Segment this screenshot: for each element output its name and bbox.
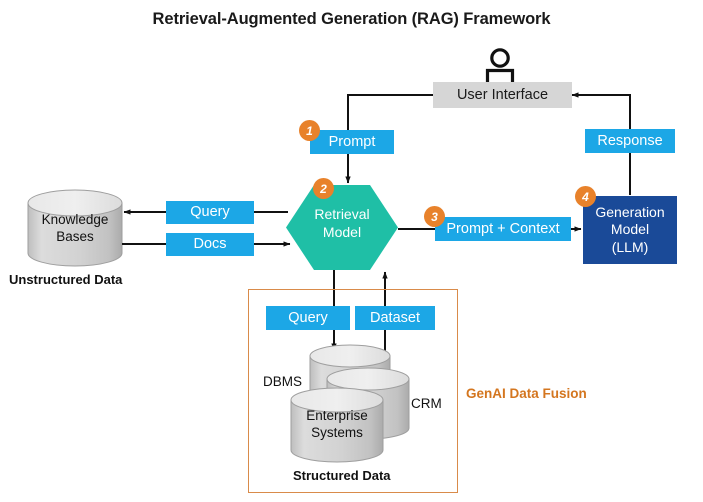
step-badge-3: 3 <box>424 206 445 227</box>
response-box[interactable]: Response <box>585 129 675 153</box>
crm-label: CRM <box>411 396 442 411</box>
structured-data-label: Structured Data <box>293 468 391 483</box>
docs-label: Docs <box>193 236 227 253</box>
dbms-label: DBMS <box>263 374 303 389</box>
dataset-label: Dataset <box>370 309 420 326</box>
step-badge-4: 4 <box>575 186 596 207</box>
response-label: Response <box>597 132 663 149</box>
prompt-context-label: Prompt + Context <box>446 220 560 237</box>
query-bottom-label: Query <box>288 309 328 326</box>
retrieval-model-hexagon[interactable] <box>286 185 398 270</box>
query-left-label: Query <box>190 204 230 221</box>
user-interface-label: User Interface <box>456 87 549 103</box>
genai-data-fusion-label: GenAI Data Fusion <box>466 386 587 401</box>
prompt-context-box[interactable]: Prompt + Context <box>435 217 571 241</box>
prompt-label: Prompt <box>328 133 376 150</box>
docs-box[interactable]: Docs <box>166 233 254 256</box>
prompt-box[interactable]: Prompt <box>310 130 394 154</box>
enterprise-systems-cylinder <box>290 387 384 463</box>
query-bottom-box[interactable]: Query <box>266 306 350 330</box>
knowledge-bases-cylinder <box>27 189 123 267</box>
page-title: Retrieval-Augmented Generation (RAG) Fra… <box>152 10 551 28</box>
genai-data-fusion-container <box>248 289 458 493</box>
dataset-box[interactable]: Dataset <box>355 306 435 330</box>
user-interface-box[interactable]: User Interface <box>433 82 572 108</box>
step-badge-2: 2 <box>313 178 334 199</box>
step-badge-1: 1 <box>299 120 320 141</box>
generation-model-label-line1: Generation <box>595 203 665 220</box>
user-person-icon <box>485 48 515 83</box>
unstructured-data-label: Unstructured Data <box>9 272 123 287</box>
query-left-box[interactable]: Query <box>166 201 254 224</box>
connector-generation-to-response-to-ui <box>571 92 631 195</box>
generation-model-box[interactable]: Generation Model (LLM) <box>583 196 677 264</box>
generation-model-label-line2: Model <box>610 221 650 238</box>
generation-model-label-line3: (LLM) <box>611 238 649 255</box>
